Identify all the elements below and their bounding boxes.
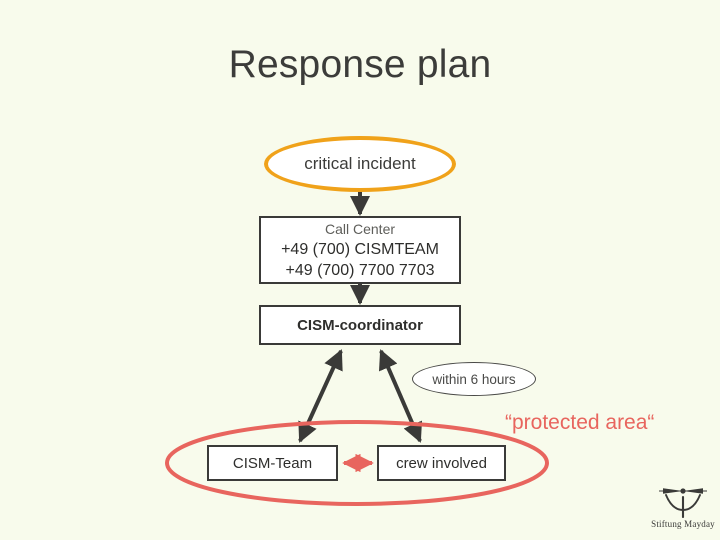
node-within-6-hours-label: within 6 hours — [432, 371, 516, 387]
node-cism-team-label: CISM-Team — [232, 454, 313, 472]
node-within-6-hours[interactable]: within 6 hours — [412, 362, 536, 396]
stiftung-mayday-figure-icon — [659, 488, 707, 518]
connector-coordinator-to-crewinvolved — [378, 349, 423, 443]
page-title: Response plan — [228, 43, 492, 86]
call-center-heading: Call Center — [324, 220, 396, 237]
node-call-center[interactable]: Call Center +49 (700) CISMTEAM +49 (700)… — [259, 216, 461, 284]
node-cism-coordinator-label: CISM-coordinator — [297, 316, 423, 334]
node-critical-incident-label: critical incident — [304, 154, 416, 173]
node-cism-coordinator[interactable]: CISM-coordinator — [259, 305, 461, 345]
call-center-phone-2: +49 (700) 7700 7703 — [285, 262, 435, 280]
node-critical-incident[interactable]: critical incident — [264, 136, 456, 192]
connector-coordinator-to-cismteam — [298, 349, 343, 443]
node-crew-involved-label: crew involved — [396, 454, 487, 472]
node-cism-team[interactable]: CISM-Team — [207, 445, 338, 481]
node-crew-involved[interactable]: crew involved — [377, 445, 506, 481]
logo-caption: Stiftung Mayday — [651, 519, 715, 529]
protected-area-label: “protected area“ — [505, 411, 655, 434]
call-center-phone-1: +49 (700) CISMTEAM — [281, 240, 439, 258]
logo: Stiftung Mayday — [650, 484, 716, 536]
